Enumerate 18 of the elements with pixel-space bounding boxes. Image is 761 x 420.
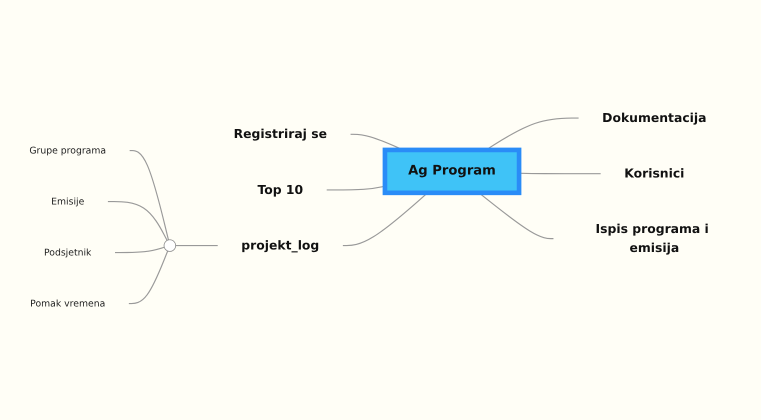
connector: [176, 245, 218, 247]
connector: [114, 247, 164, 254]
node-text: Korisnici: [624, 166, 684, 182]
node-circle: [164, 240, 176, 252]
node-text: Pomak vremena: [30, 298, 106, 310]
node-text: Ispis programa i emisija: [596, 222, 709, 256]
node-text: Top 10: [257, 182, 304, 198]
connector: [108, 201, 168, 242]
node-text: Grupe programa: [29, 145, 106, 156]
node-box: Ag Program: [382, 148, 522, 196]
node-text: Emisije: [51, 196, 84, 208]
node-text: Podsjetnik: [44, 247, 92, 258]
node-text: Dokumentacija: [602, 110, 706, 126]
connector: [478, 192, 554, 240]
connector: [128, 251, 168, 304]
node-text: projekt_log: [241, 238, 320, 253]
node-text: Registriraj se: [234, 126, 327, 142]
connector: [129, 150, 170, 240]
